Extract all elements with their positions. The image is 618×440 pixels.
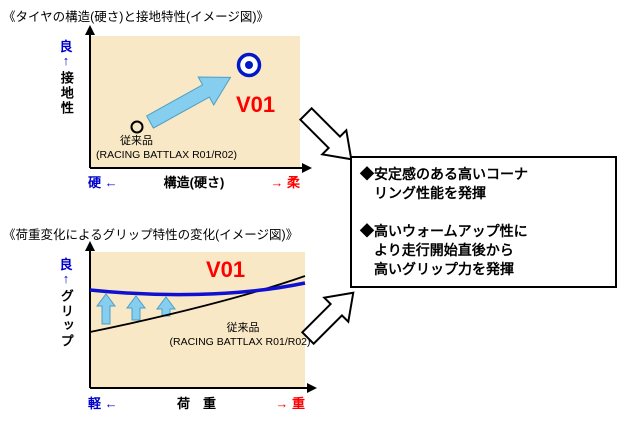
chart2-x-axis-labels: 軽 ← 荷 重 → 重: [88, 393, 305, 412]
chart1-x-right-label: → 柔: [270, 175, 300, 190]
chart2-v01-label: V01: [206, 257, 245, 282]
chart1-y-good-label: 良: [59, 39, 73, 54]
grip-up-arrow-icon: [126, 295, 146, 321]
chart2-x-axis-name: 荷 重: [176, 396, 216, 411]
result-box-line: リング性能を発揮: [360, 185, 486, 201]
result-box-line: ◆高いウォームアップ性に: [360, 223, 528, 239]
conventional-grip-curve: [89, 275, 306, 333]
chart1-plot: 従来品 (RACING BATTLAX R01/R02) V01: [85, 25, 312, 173]
result-box-line: 高いグリップ力を発揮: [360, 261, 514, 277]
chart2-conventional-label: 従来品: [227, 321, 260, 334]
improvement-arrow-icon: [145, 76, 232, 129]
chart1-conventional-sub-label: (RACING BATTLAX R01/R02): [96, 149, 237, 161]
chart2-x-right-label: → 重: [275, 396, 305, 411]
chart2-y-axis-label: 良 ↑ グリップ: [54, 258, 78, 349]
chart1-x-axis-arrowhead-icon: [302, 163, 312, 173]
chart1-v01-label: V01: [236, 92, 275, 117]
chart2-y-good-label: 良: [59, 257, 73, 272]
result-box: ◆安定感のある高いコーナ リング性能を発揮 ◆高いウォームアップ性に より走行開…: [350, 156, 617, 288]
chart1-y-axis-label: 良 ↑ 接地性: [54, 40, 78, 116]
chart1-y-up-arrow-icon: ↑: [62, 52, 70, 68]
chart2-y-axis-name: グリップ: [58, 289, 74, 350]
result-box-line: ◆安定感のある高いコーナ: [360, 166, 528, 182]
chart2-plot: V01 従来品 (RACING BATTLAX R01/R02): [85, 241, 317, 393]
transition-arrow-top-icon: [298, 106, 353, 161]
chart2-y-axis-arrowhead-icon: [85, 241, 95, 251]
chart2-title: 《荷重変化によるグリップ特性の変化(イメージ図)》: [3, 228, 299, 242]
result-box-line: [360, 203, 609, 222]
chart1-x-left-label: 硬 ←: [88, 175, 118, 190]
chart2-plot-area: [90, 252, 305, 388]
grip-up-arrow-icon: [96, 293, 116, 325]
chart2-y-up-arrow-icon: ↑: [62, 270, 70, 286]
v01-grip-curve: [89, 281, 306, 297]
chart1-x-axis-labels: 硬 ← 構造(硬さ) → 柔: [88, 172, 300, 191]
chart1-y-axis-arrowhead-icon: [85, 25, 95, 35]
chart2-x-axis-arrowhead-icon: [307, 383, 317, 393]
conventional-product-point: [130, 120, 144, 134]
chart1-title: 《タイヤの構造(硬さ)と接地特性(イメージ図)》: [3, 10, 270, 24]
chart1-conventional-label: 従来品: [120, 134, 153, 147]
chart1-y-axis-name: 接地性: [58, 71, 74, 117]
chart2-conventional-sub-label: (RACING BATTLAX R01/R02): [169, 336, 310, 348]
v01-target-dot-icon: [245, 61, 253, 69]
chart2-x-left-label: 軽 ←: [88, 396, 118, 411]
result-box-line: より走行開始直後から: [360, 242, 514, 258]
transition-arrow-bottom-icon: [300, 291, 355, 346]
chart1-x-axis-name: 構造(硬さ): [163, 175, 225, 190]
